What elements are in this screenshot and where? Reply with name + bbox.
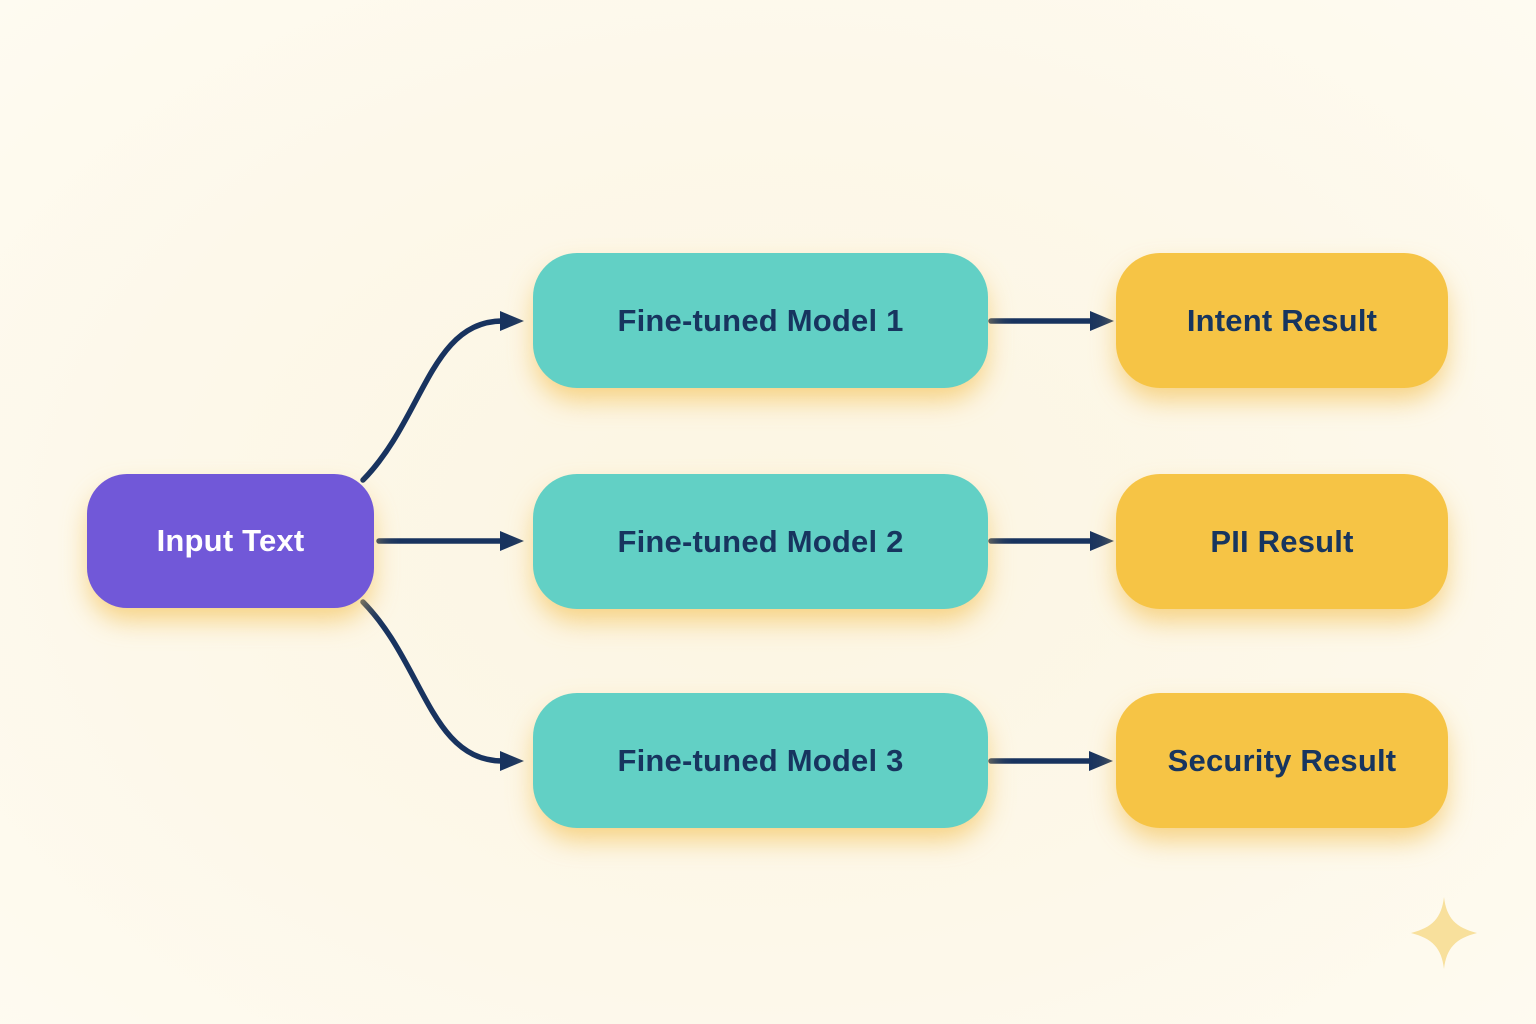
model-2-label: Fine-tuned Model 2 xyxy=(617,523,904,559)
model-1-label: Fine-tuned Model 1 xyxy=(617,302,904,338)
model-2-node: Fine-tuned Model 2 xyxy=(533,474,988,609)
arrowhead-icon xyxy=(1090,531,1114,551)
arrowhead-icon xyxy=(1089,751,1113,771)
sparkle-icon xyxy=(1411,897,1477,969)
arrowhead-icon xyxy=(500,311,524,331)
model-3-label: Fine-tuned Model 3 xyxy=(617,742,904,778)
input-text-label: Input Text xyxy=(156,523,305,558)
result-intent-node: Intent Result xyxy=(1116,253,1448,388)
result-intent-label: Intent Result xyxy=(1186,302,1378,338)
result-pii-label: PII Result xyxy=(1210,523,1354,559)
model-1-node: Fine-tuned Model 1 xyxy=(533,253,988,388)
arrowhead-icon xyxy=(500,751,524,771)
arrow-input-to-model1 xyxy=(360,318,506,483)
result-security-node: Security Result xyxy=(1116,693,1448,828)
arrowhead-icon xyxy=(500,531,524,551)
model-3-node: Fine-tuned Model 3 xyxy=(533,693,988,828)
arrowhead-icon xyxy=(1090,311,1114,331)
input-text-node: Input Text xyxy=(87,474,374,608)
result-security-label: Security Result xyxy=(1167,742,1397,778)
arrow-input-to-model3 xyxy=(360,599,506,764)
result-pii-node: PII Result xyxy=(1116,474,1448,609)
